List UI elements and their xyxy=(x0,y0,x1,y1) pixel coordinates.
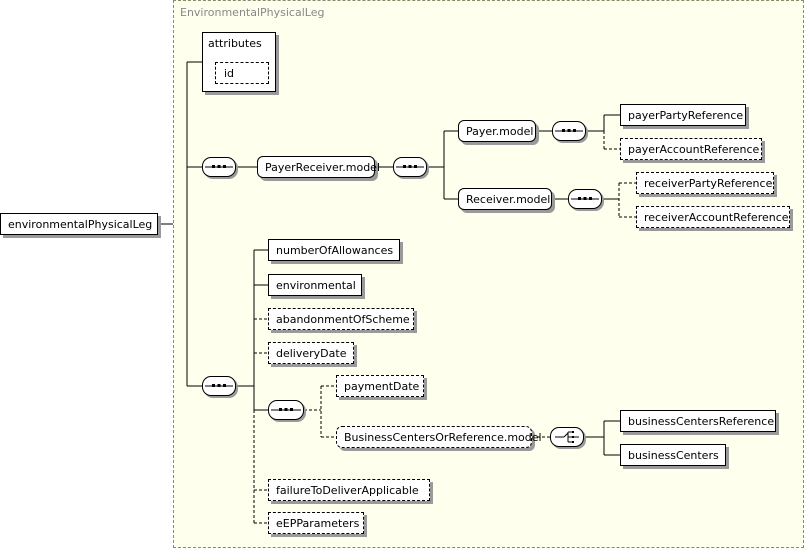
payer-receiver-model-node[interactable]: PayerReceiver.model xyxy=(257,156,380,178)
business-centers-reference-label: businessCentersReference xyxy=(628,414,775,428)
delivery-date-label: deliveryDate xyxy=(276,346,347,360)
sequence-icon xyxy=(205,384,233,387)
attribute-id-node[interactable]: id xyxy=(215,62,269,84)
root-element-label: environmentalPhysicalLeg xyxy=(8,217,153,231)
business-centers-or-reference-model-node[interactable]: BusinessCentersOrReference.model xyxy=(336,426,542,448)
receiver-model-label: Receiver.model xyxy=(466,192,551,206)
receiver-account-reference-label: receiverAccountReference xyxy=(644,210,789,224)
sequence-icon xyxy=(271,408,301,411)
environmental-label: environmental xyxy=(276,278,356,292)
sequence-compositor-icon[interactable] xyxy=(202,376,236,396)
receiver-model-node[interactable]: Receiver.model xyxy=(458,188,552,210)
number-of-allowances-label: numberOfAllowances xyxy=(276,243,394,257)
failure-to-deliver-applicable-label: failureToDeliverApplicable xyxy=(276,483,419,497)
sequence-compositor-icon[interactable] xyxy=(568,189,602,209)
sequence-icon xyxy=(205,165,233,168)
root-element-node[interactable]: environmentalPhysicalLeg xyxy=(0,213,158,235)
eep-parameters-node[interactable]: eEPParameters xyxy=(268,512,364,534)
business-centers-or-reference-model-label: BusinessCentersOrReference.model xyxy=(344,430,542,444)
failure-to-deliver-applicable-node[interactable]: failureToDeliverApplicable xyxy=(268,479,430,501)
payment-date-node[interactable]: paymentDate xyxy=(336,375,424,397)
attributes-box[interactable]: attributes id xyxy=(202,32,276,92)
attribute-id-label: id xyxy=(224,66,235,80)
abandonment-of-scheme-label: abandonmentOfScheme xyxy=(276,312,410,326)
business-centers-reference-node[interactable]: businessCentersReference xyxy=(620,410,776,432)
delivery-date-node[interactable]: deliveryDate xyxy=(268,342,354,364)
sequence-compositor-icon[interactable] xyxy=(552,121,586,141)
choice-icon xyxy=(555,431,579,443)
number-of-allowances-node[interactable]: numberOfAllowances xyxy=(268,239,400,261)
payer-party-reference-node[interactable]: payerPartyReference xyxy=(620,104,746,126)
sequence-compositor-icon[interactable] xyxy=(202,157,236,177)
payer-account-reference-label: payerAccountReference xyxy=(628,142,760,156)
payer-model-label: Payer.model xyxy=(466,124,534,138)
environmental-node[interactable]: environmental xyxy=(268,274,362,296)
receiver-party-reference-node[interactable]: receiverPartyReference xyxy=(636,172,774,194)
payer-account-reference-node[interactable]: payerAccountReference xyxy=(620,138,762,160)
abandonment-of-scheme-node[interactable]: abandonmentOfScheme xyxy=(268,308,414,330)
type-title: EnvironmentalPhysicalLeg xyxy=(180,6,325,19)
business-centers-label: businessCenters xyxy=(628,448,719,462)
choice-compositor-icon[interactable] xyxy=(550,427,584,447)
sequence-icon xyxy=(396,165,424,168)
attributes-label: attributes xyxy=(208,37,262,50)
payer-party-reference-label: payerPartyReference xyxy=(628,108,744,122)
eep-parameters-label: eEPParameters xyxy=(276,516,360,530)
business-centers-node[interactable]: businessCenters xyxy=(620,444,726,466)
sequence-icon xyxy=(571,197,599,200)
payer-receiver-model-label: PayerReceiver.model xyxy=(265,160,381,174)
sequence-compositor-icon[interactable] xyxy=(393,157,427,177)
payment-date-label: paymentDate xyxy=(344,379,420,393)
receiver-party-reference-label: receiverPartyReference xyxy=(644,176,773,190)
receiver-account-reference-node[interactable]: receiverAccountReference xyxy=(636,206,790,228)
sequence-compositor-icon[interactable] xyxy=(268,400,304,420)
sequence-icon xyxy=(555,129,583,132)
payer-model-node[interactable]: Payer.model xyxy=(458,120,536,142)
